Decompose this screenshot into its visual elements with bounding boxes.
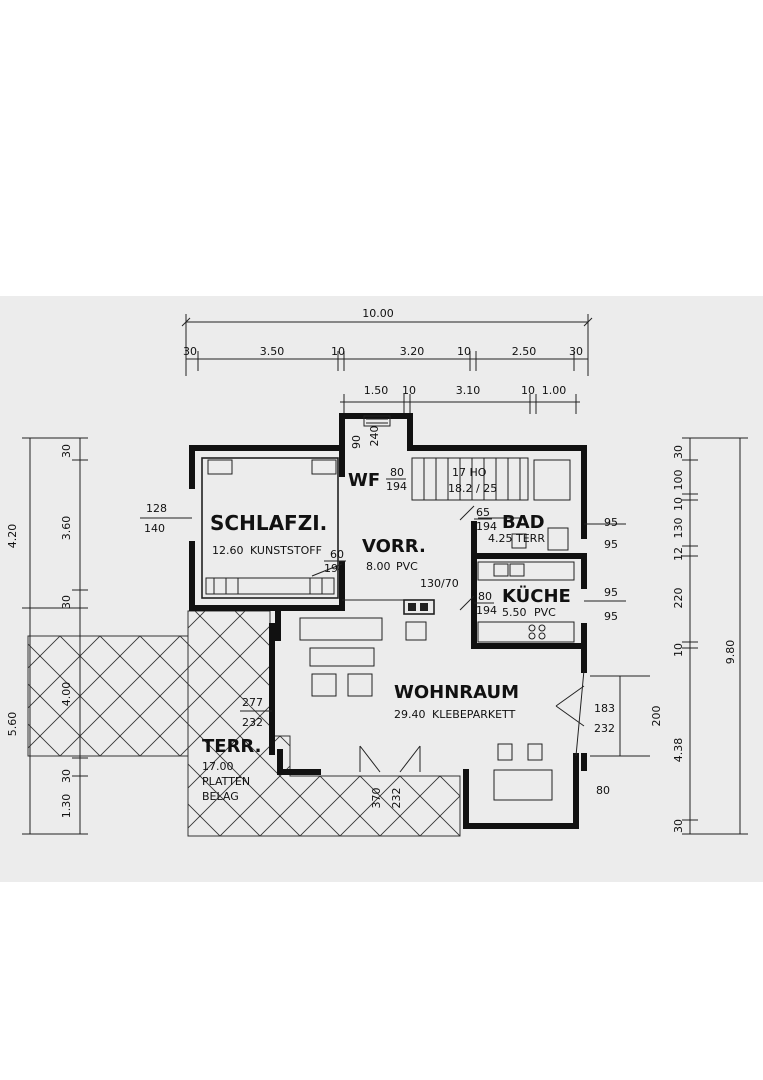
dim-right-inner-2: 100 bbox=[672, 470, 685, 491]
opening-height-200: 200 bbox=[650, 706, 663, 727]
room-floor-bad: TERR bbox=[515, 532, 545, 545]
room-bad: BAD 4.25 TERR bbox=[488, 512, 545, 545]
dim-row2-1: 30 bbox=[183, 345, 197, 358]
dim-row2-3: 10 bbox=[331, 345, 345, 358]
stairs-label: 17 HO 18.2 / 25 bbox=[448, 466, 497, 495]
room-area-vorraum: 8.00 bbox=[366, 560, 391, 573]
dim-right-inner-7: 10 bbox=[672, 643, 685, 657]
room-wf: WF bbox=[348, 470, 380, 491]
dim-row3-3: 3.10 bbox=[456, 384, 481, 397]
dim-row3-5: 1.00 bbox=[542, 384, 567, 397]
dimensions-right: 30 100 10 130 12 220 10 4.38 30 9.80 bbox=[672, 437, 748, 835]
room-name-schlafzimmer: SCHLAFZI. bbox=[210, 511, 327, 535]
room-name-vorraum: VORR. bbox=[362, 536, 426, 557]
opening-bad-window-w: 95 bbox=[604, 516, 618, 529]
room-name-wohnraum: WOHNRAUM bbox=[394, 682, 519, 703]
dim-right-inner-4: 130 bbox=[672, 518, 685, 539]
walls bbox=[189, 413, 587, 829]
opening-kueche-window-w: 95 bbox=[604, 586, 618, 599]
opening-bad-w: 65 bbox=[476, 506, 490, 519]
room-area-schlafzimmer: 12.60 bbox=[212, 544, 244, 557]
stairs-line1: 17 HO bbox=[452, 466, 487, 479]
floor-plan: 10.00 30 3.50 10 3.20 10 2.50 30 1.50 10… bbox=[6, 307, 748, 837]
opening-kueche-h: 194 bbox=[476, 604, 497, 617]
dim-left-inner-1: 30 bbox=[60, 444, 73, 458]
opening-labels: 80 194 65 194 80 194 60 194 128 140 90 2… bbox=[144, 426, 663, 809]
plan-details bbox=[140, 415, 650, 801]
room-floor-terrasse-1: PLATTEN bbox=[202, 775, 250, 788]
opening-wohn-window-h: 232 bbox=[242, 716, 263, 729]
room-floor-terrasse-2: BELAG bbox=[202, 790, 239, 803]
dim-right-inner-5: 12 bbox=[672, 547, 685, 561]
room-name-terrasse: TERR. bbox=[202, 736, 261, 757]
dim-right-inner-1: 30 bbox=[672, 445, 685, 459]
opening-bay-80: 80 bbox=[596, 784, 610, 797]
opening-east-window-h: 232 bbox=[594, 722, 615, 735]
dim-left-inner-2: 3.60 bbox=[60, 516, 73, 541]
dim-row2-2: 3.50 bbox=[260, 345, 285, 358]
dimensions-top: 10.00 30 3.50 10 3.20 10 2.50 30 1.50 10… bbox=[181, 307, 593, 414]
dim-row2-6: 2.50 bbox=[512, 345, 537, 358]
opening-vorr-w: 60 bbox=[330, 548, 344, 561]
opening-wohn-window-w: 277 bbox=[242, 696, 263, 709]
dim-left-outer-upper: 4.20 bbox=[6, 524, 19, 549]
dim-row3-1: 1.50 bbox=[364, 384, 389, 397]
dim-left-inner-5: 30 bbox=[60, 769, 73, 783]
opening-east-window-w: 183 bbox=[594, 702, 615, 715]
room-name-bad: BAD bbox=[502, 512, 545, 533]
room-kueche: KÜCHE 5.50 PVC bbox=[502, 585, 571, 619]
room-name-kueche: KÜCHE bbox=[502, 585, 571, 607]
opening-bad-window-h: 95 bbox=[604, 538, 618, 551]
dim-right-inner-6: 220 bbox=[672, 588, 685, 609]
room-area-kueche: 5.50 bbox=[502, 606, 527, 619]
dim-left-inner-4: 4.00 bbox=[60, 682, 73, 707]
room-terrasse: TERR. 17.00 PLATTEN BELAG bbox=[202, 736, 261, 803]
opening-schlaf-window-w: 128 bbox=[146, 502, 167, 515]
dimensions-left: 4.20 5.60 30 3.60 30 4.00 30 1.30 bbox=[6, 437, 88, 835]
room-area-terrasse: 17.00 bbox=[202, 760, 234, 773]
dim-row3-2: 10 bbox=[402, 384, 416, 397]
terrace-left-hatch bbox=[27, 635, 189, 757]
dim-total-width: 10.00 bbox=[362, 307, 394, 320]
dim-row3-4: 10 bbox=[521, 384, 535, 397]
dim-row2-5: 10 bbox=[457, 345, 471, 358]
dim-right-total: 9.80 bbox=[724, 640, 737, 665]
dim-right-inner-9: 30 bbox=[672, 819, 685, 833]
dim-right-inner-3: 10 bbox=[672, 497, 685, 511]
opening-schlaf-window-h: 140 bbox=[144, 522, 165, 535]
room-floor-schlafzimmer: KUNSTSTOFF bbox=[250, 544, 322, 557]
room-floor-vorraum: PVC bbox=[396, 560, 418, 573]
room-floor-wohnraum: KLEBEPARKETT bbox=[432, 708, 516, 721]
dim-left-outer-lower: 5.60 bbox=[6, 712, 19, 737]
opening-vorr-h: 194 bbox=[324, 562, 345, 575]
room-schlafzimmer: SCHLAFZI. 12.60 KUNSTSTOFF bbox=[210, 511, 327, 557]
room-floor-kueche: PVC bbox=[534, 606, 556, 619]
room-wohnraum: WOHNRAUM 29.40 KLEBEPARKETT bbox=[394, 682, 519, 721]
opening-stair-window-h: 240 bbox=[368, 426, 381, 447]
room-vorraum: VORR. 8.00 PVC bbox=[362, 536, 426, 573]
dim-row2-4: 3.20 bbox=[400, 345, 425, 358]
opening-stair-window-w: 90 bbox=[350, 435, 363, 449]
room-area-bad: 4.25 bbox=[488, 532, 513, 545]
opening-wf-h: 194 bbox=[386, 480, 407, 493]
opening-vent: 130/70 bbox=[420, 577, 459, 590]
opening-terr-door-h: 232 bbox=[390, 788, 403, 809]
dim-left-inner-6: 1.30 bbox=[60, 794, 73, 819]
dim-row2-7: 30 bbox=[569, 345, 583, 358]
opening-kueche-w: 80 bbox=[478, 590, 492, 603]
room-name-wf: WF bbox=[348, 470, 380, 491]
dim-left-inner-3: 30 bbox=[60, 595, 73, 609]
opening-kueche-window-h: 95 bbox=[604, 610, 618, 623]
stairs-line2: 18.2 / 25 bbox=[448, 482, 497, 495]
opening-wf-w: 80 bbox=[390, 466, 404, 479]
opening-bad-h: 194 bbox=[476, 520, 497, 533]
opening-terr-door-w: 370 bbox=[370, 788, 383, 809]
room-area-wohnraum: 29.40 bbox=[394, 708, 426, 721]
dim-right-inner-8: 4.38 bbox=[672, 738, 685, 763]
